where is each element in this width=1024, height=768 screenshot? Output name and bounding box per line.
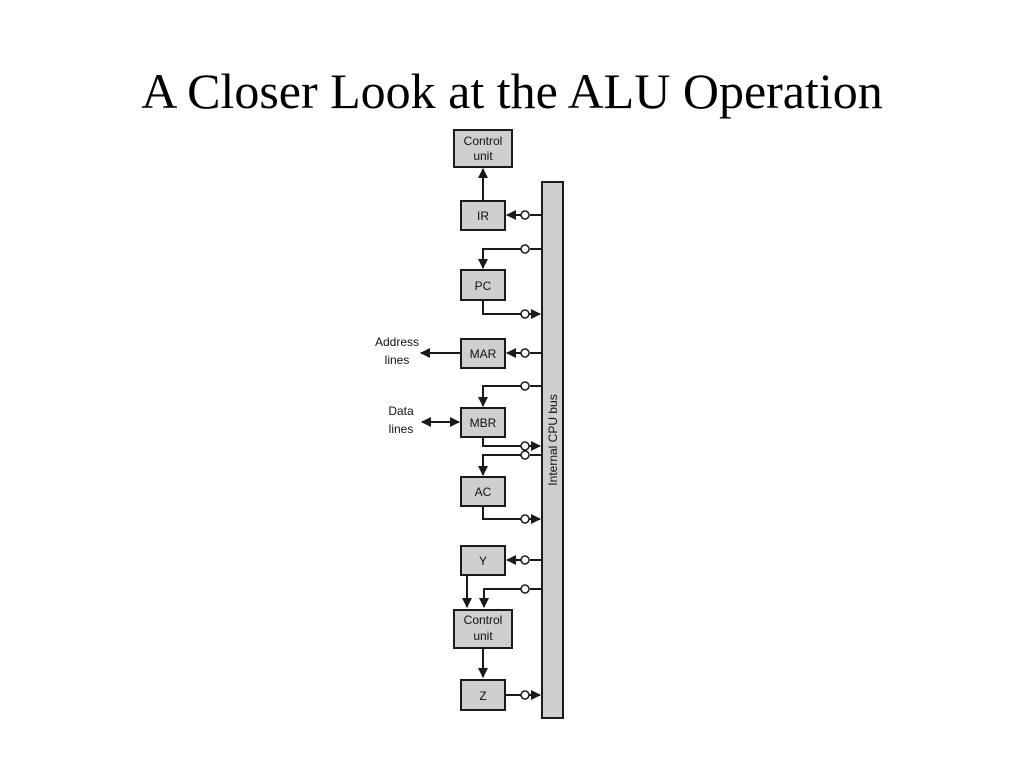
- data-lines-label-line2: lines: [389, 422, 414, 436]
- control-unit-top-label-line2: unit: [473, 149, 493, 163]
- slide-title: A Closer Look at the ALU Operation: [141, 63, 883, 119]
- mar-label: MAR: [470, 347, 497, 361]
- ir-label: IR: [477, 209, 489, 223]
- pc-out-line: [482, 300, 521, 315]
- mar-in-gate: [520, 348, 530, 358]
- control-unit-top-label-line1: Control: [464, 134, 503, 148]
- bus-to-ac-arrow: [478, 454, 521, 476]
- y-label: Y: [479, 554, 487, 568]
- mbr-register: [460, 407, 506, 438]
- mar-register: [460, 338, 506, 369]
- bus-label: Internal CPU bus: [546, 394, 560, 485]
- alu-label-line1: Control: [464, 613, 503, 627]
- z-out-gate: [520, 690, 530, 700]
- mbr-out-gate: [520, 441, 530, 451]
- pc-in-gate: [520, 244, 530, 254]
- ac-out-line: [482, 506, 521, 520]
- ac-out-gate: [520, 514, 530, 524]
- z-register: [460, 679, 506, 711]
- ir-register: [460, 200, 506, 231]
- alu-in-gate: [520, 584, 530, 594]
- bus-to-pc-arrow: [478, 248, 521, 269]
- address-lines-label-line1: Address: [375, 335, 419, 349]
- internal-cpu-bus: [541, 181, 564, 719]
- z-label: Z: [479, 689, 486, 703]
- data-lines-label-line1: Data: [388, 404, 414, 418]
- address-lines-label-line2: lines: [385, 353, 410, 367]
- mbr-label: MBR: [470, 416, 497, 430]
- alu-block: [453, 609, 513, 649]
- y-register: [460, 545, 506, 576]
- bus-to-mbr-arrow: [478, 385, 521, 407]
- control-unit-top-block: [453, 129, 513, 168]
- ac-in-gate: [520, 450, 530, 460]
- y-in-gate: [520, 555, 530, 565]
- mbr-in-gate: [520, 381, 530, 391]
- pc-out-gate: [520, 309, 530, 319]
- mbr-out-line: [482, 437, 521, 447]
- bus-to-alu-arrow: [479, 588, 521, 608]
- alu-label-line2: unit: [473, 629, 493, 643]
- pc-label: PC: [475, 279, 492, 293]
- ir-in-gate: [520, 210, 530, 220]
- ac-label: AC: [475, 485, 492, 499]
